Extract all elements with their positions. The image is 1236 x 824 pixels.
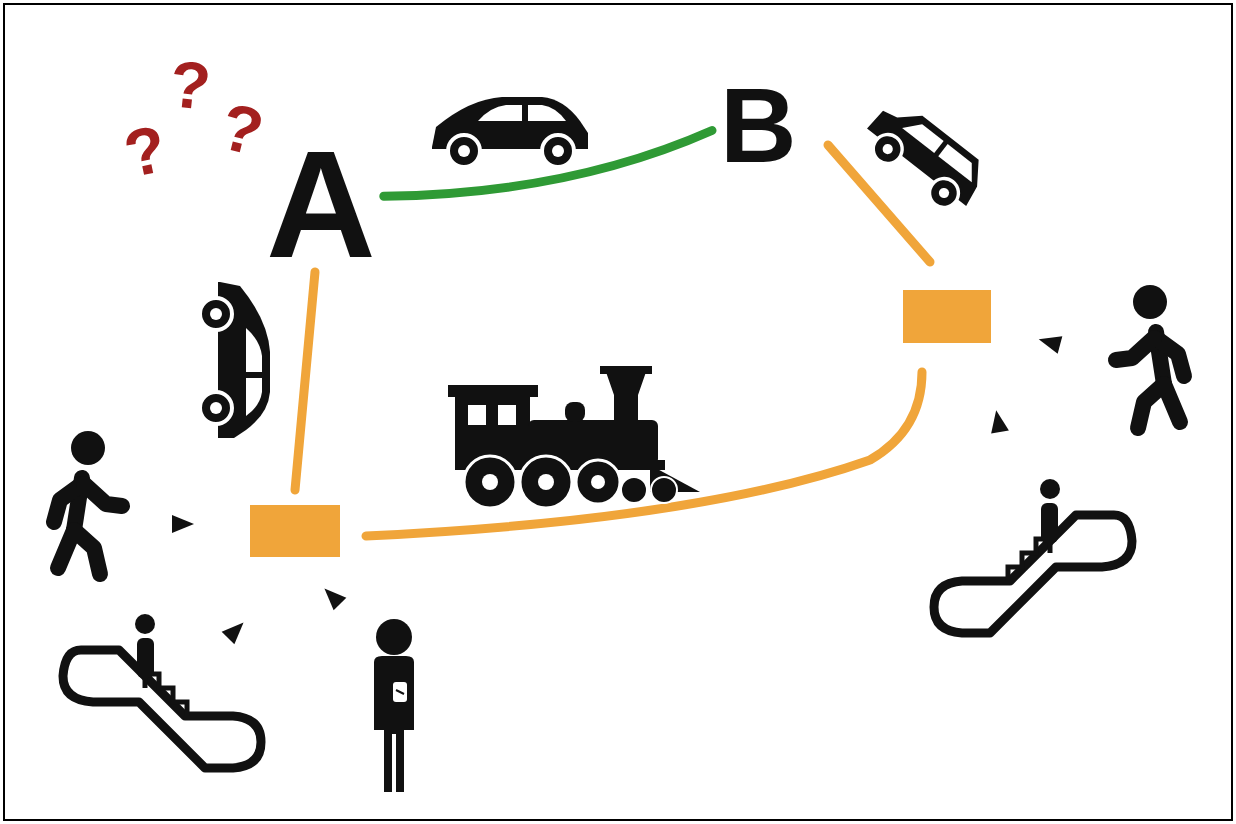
person-with-phone <box>374 619 414 792</box>
art-shape <box>464 456 516 508</box>
art-shape <box>1036 331 1062 354</box>
car-icon <box>432 97 588 167</box>
art-shape <box>606 372 646 420</box>
escalator-icon <box>934 479 1132 633</box>
art-shape <box>621 477 647 503</box>
art-shape <box>482 474 498 490</box>
art-shape <box>222 616 250 644</box>
art-shape <box>565 402 585 422</box>
node-letter: A <box>266 128 376 280</box>
art-shape <box>318 582 346 610</box>
letter-node: A <box>262 126 380 282</box>
art-shape <box>393 682 407 702</box>
art-shape <box>172 515 194 533</box>
letter-node: B <box>716 70 801 180</box>
route-lines <box>295 145 930 536</box>
art-shape <box>651 477 677 503</box>
station-box <box>903 290 991 343</box>
walking-person <box>1116 285 1184 428</box>
art-shape <box>295 272 315 490</box>
art-shape <box>987 409 1009 434</box>
suv-icon <box>856 94 993 220</box>
art-shape <box>498 405 516 425</box>
art-shape <box>376 619 412 655</box>
pointer-triangles <box>172 331 1062 645</box>
node-letter: B <box>720 72 797 178</box>
art-shape <box>448 385 538 397</box>
train-icon <box>448 366 700 508</box>
art-shape <box>468 405 486 425</box>
art-shape <box>591 475 605 489</box>
walking-person <box>54 431 122 574</box>
question-mark: ? <box>119 115 172 188</box>
art-shape <box>455 395 530 460</box>
art-shape <box>538 474 554 490</box>
question-mark: ? <box>167 50 214 120</box>
art-shape <box>600 366 652 374</box>
art-shape <box>366 372 922 536</box>
car-icon <box>200 282 270 438</box>
question-mark: ? <box>215 92 270 166</box>
art-shape <box>520 456 572 508</box>
escalator-icon <box>63 614 261 768</box>
art-shape <box>396 690 404 694</box>
art-shape <box>374 656 414 792</box>
art-shape <box>576 460 620 504</box>
station-box <box>250 505 340 557</box>
